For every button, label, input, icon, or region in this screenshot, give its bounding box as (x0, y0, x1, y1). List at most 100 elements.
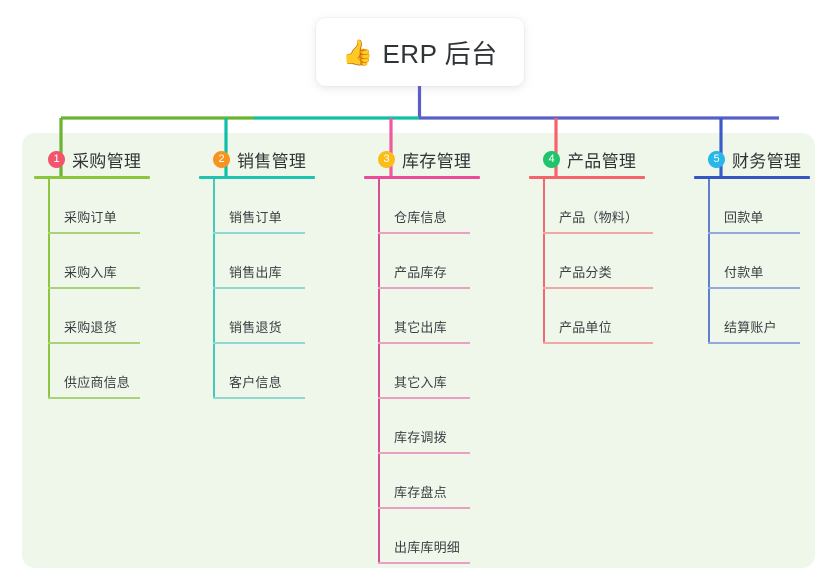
menu-item-label: 销售订单 (229, 210, 282, 225)
menu-item-label: 付款单 (724, 265, 764, 280)
column-items: 销售订单销售出库销售退货客户信息 (199, 179, 315, 399)
column-rule (694, 176, 810, 179)
menu-item[interactable]: 销售订单 (199, 179, 315, 234)
menu-item[interactable]: 产品分类 (529, 234, 653, 289)
column-header-4[interactable]: 4 产品管理 (529, 148, 645, 171)
menu-item[interactable]: 付款单 (694, 234, 810, 289)
menu-item-label: 其它出库 (394, 320, 447, 335)
menu-item-label: 产品分类 (559, 265, 612, 280)
menu-item-rule (213, 342, 305, 344)
menu-item-rule (48, 397, 140, 399)
menu-item-label: 结算账户 (724, 320, 777, 335)
column-badge-icon-2: 2 (213, 150, 230, 168)
column-items: 采购订单采购入库采购退货供应商信息 (34, 179, 150, 399)
menu-item-rule (48, 232, 140, 234)
menu-item-rule (378, 287, 470, 289)
menu-item[interactable]: 客户信息 (199, 344, 315, 399)
column-spine (543, 179, 545, 344)
column-rule (34, 176, 150, 179)
column-items: 产品（物料） 产品分类产品单位 (529, 179, 653, 344)
menu-item[interactable]: 回款单 (694, 179, 810, 234)
menu-item-rule (378, 507, 470, 509)
menu-item-rule (378, 342, 470, 344)
menu-item-rule (378, 452, 470, 454)
menu-item-rule (543, 232, 653, 234)
menu-item[interactable]: 库存盘点 (364, 454, 480, 509)
column-badge-icon-1: 1 (48, 150, 65, 168)
column-items: 回款单付款单结算账户 (694, 179, 810, 344)
column-rule (199, 176, 315, 179)
menu-item[interactable]: 销售退货 (199, 289, 315, 344)
menu-item[interactable]: 产品库存 (364, 234, 480, 289)
menu-item-rule (213, 397, 305, 399)
column-2: 2 销售管理销售订单销售出库销售退货客户信息 (199, 148, 315, 399)
menu-item-label: 销售出库 (229, 265, 282, 280)
menu-item-label: 供应商信息 (64, 375, 131, 390)
menu-item[interactable]: 出库库明细 (364, 509, 480, 564)
menu-item-rule (378, 232, 470, 234)
column-header-3[interactable]: 3 库存管理 (364, 148, 480, 171)
column-rule (529, 176, 645, 179)
menu-item-label: 采购订单 (64, 210, 117, 225)
menu-item-rule (543, 342, 653, 344)
menu-item-label: 产品（物料） (559, 210, 639, 225)
menu-item-label: 其它入库 (394, 375, 447, 390)
menu-item-rule (543, 287, 653, 289)
menu-item[interactable]: 供应商信息 (34, 344, 150, 399)
menu-item-rule (48, 342, 140, 344)
column-badge-icon-4: 4 (543, 150, 560, 168)
menu-item-label: 客户信息 (229, 375, 282, 390)
background-panel (22, 133, 815, 568)
menu-item-rule (213, 287, 305, 289)
menu-item[interactable]: 库存调拨 (364, 399, 480, 454)
column-3: 3 库存管理仓库信息产品库存其它出库其它入库库存调拨库存盘点出库库明细 (364, 148, 480, 564)
menu-item[interactable]: 仓库信息 (364, 179, 480, 234)
column-title-label: 销售管理 (237, 151, 307, 171)
menu-item-rule (708, 342, 800, 344)
column-badge-icon-3: 3 (378, 150, 395, 168)
menu-item-rule (708, 287, 800, 289)
column-header-2[interactable]: 2 销售管理 (199, 148, 315, 171)
column-title-label: 产品管理 (567, 151, 637, 171)
column-spine (708, 179, 710, 344)
column-1: 1 采购管理采购订单采购入库采购退货供应商信息 (34, 148, 150, 399)
menu-item[interactable]: 采购订单 (34, 179, 150, 234)
menu-item-label: 库存调拨 (394, 430, 447, 445)
menu-item[interactable]: 产品单位 (529, 289, 653, 344)
menu-item-label: 产品单位 (559, 320, 612, 335)
menu-item-rule (708, 232, 800, 234)
menu-item[interactable]: 结算账户 (694, 289, 810, 344)
menu-item-label: 仓库信息 (394, 210, 447, 225)
menu-item-rule (213, 232, 305, 234)
column-spine (48, 179, 50, 399)
menu-item-label: 产品库存 (394, 265, 447, 280)
column-spine (213, 179, 215, 399)
column-title-label: 库存管理 (402, 151, 472, 171)
menu-item[interactable]: 其它出库 (364, 289, 480, 344)
menu-item-label: 销售退货 (229, 320, 282, 335)
root-title-label: ERP 后台 (382, 38, 498, 69)
column-rule (364, 176, 480, 179)
menu-item-label: 采购入库 (64, 265, 117, 280)
column-badge-icon-5: 5 (708, 150, 725, 168)
menu-item-label: 采购退货 (64, 320, 117, 335)
column-title-label: 采购管理 (72, 151, 142, 171)
menu-item[interactable]: 产品（物料） (529, 179, 653, 234)
thumbs-up-icon: 👍 (342, 38, 374, 67)
menu-item-label: 出库库明细 (394, 540, 461, 555)
menu-item-rule (378, 562, 470, 564)
menu-item[interactable]: 销售出库 (199, 234, 315, 289)
column-items: 仓库信息产品库存其它出库其它入库库存调拨库存盘点出库库明细 (364, 179, 480, 564)
menu-item[interactable]: 其它入库 (364, 344, 480, 399)
menu-item-rule (48, 287, 140, 289)
menu-item-rule (378, 397, 470, 399)
column-header-1[interactable]: 1 采购管理 (34, 148, 150, 171)
menu-item[interactable]: 采购入库 (34, 234, 150, 289)
menu-item[interactable]: 采购退货 (34, 289, 150, 344)
column-spine (378, 179, 380, 564)
root-title-card[interactable]: 👍 ERP 后台 (316, 18, 524, 86)
menu-item-label: 回款单 (724, 210, 764, 225)
